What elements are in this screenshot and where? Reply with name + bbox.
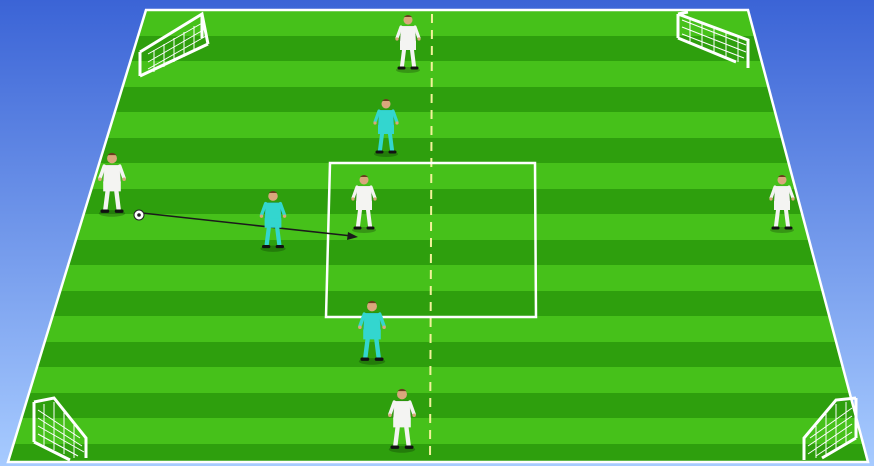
grass-stripe xyxy=(0,112,874,138)
grass-stripe xyxy=(0,367,874,393)
soccer-ball xyxy=(134,210,144,220)
grass-stripe xyxy=(0,265,874,291)
grass-stripe xyxy=(0,163,874,189)
grass-stripe xyxy=(0,214,874,240)
grass-stripe xyxy=(0,61,874,87)
pitch xyxy=(0,10,874,462)
grass-stripe xyxy=(0,418,874,444)
grass-stripe xyxy=(0,316,874,342)
